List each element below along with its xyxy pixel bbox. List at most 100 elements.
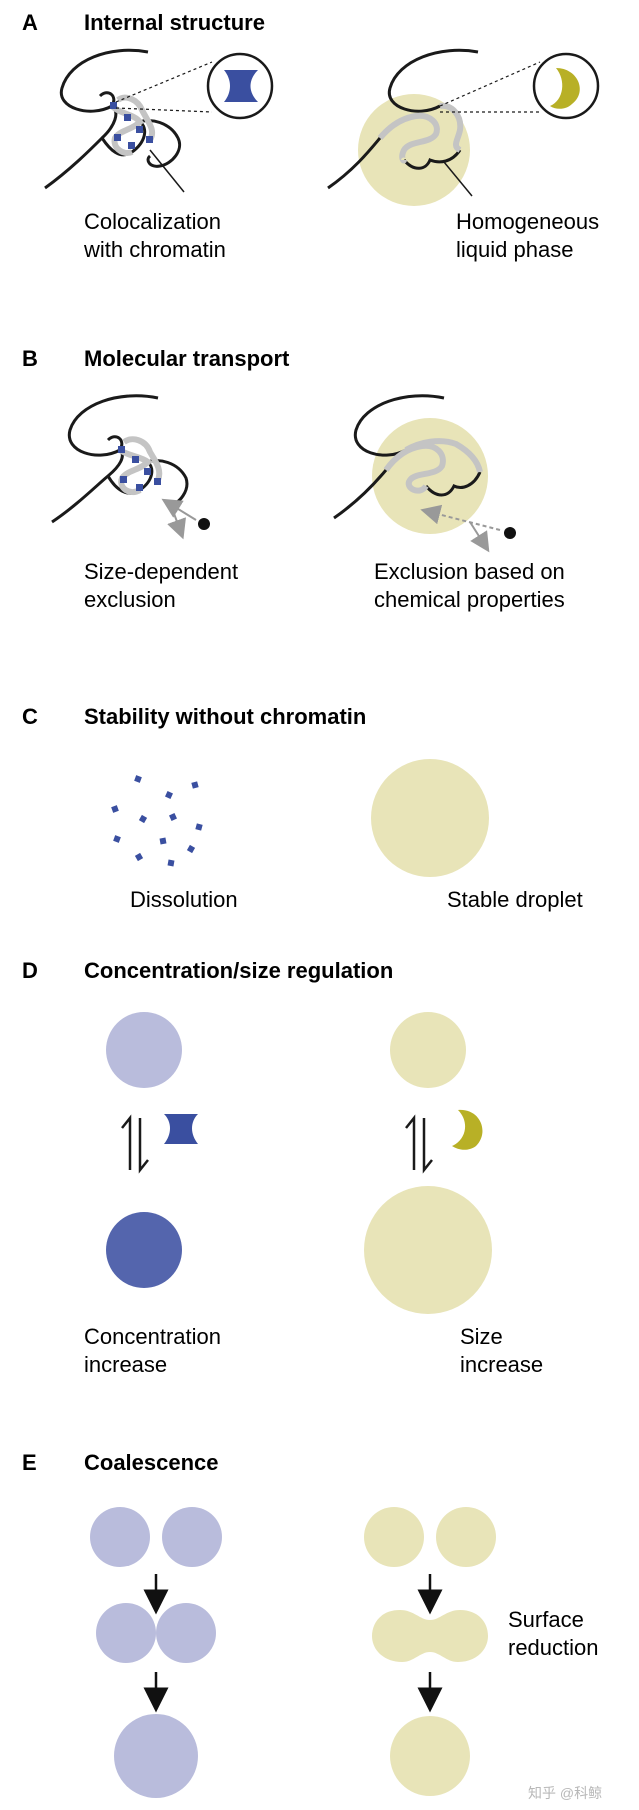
panel-e-right-caption-1: Surface	[508, 1607, 584, 1632]
protein-square	[169, 813, 177, 821]
protein-square	[128, 142, 135, 149]
panel-a-left-caption-1: Colocalization	[84, 209, 221, 234]
chromatin-condensate-left	[44, 48, 185, 193]
pointer-line	[443, 161, 473, 197]
protein-square	[159, 837, 167, 845]
chromatin-strand	[353, 394, 445, 457]
protein-square	[144, 468, 151, 475]
panel-b-right-caption-2: chemical properties	[374, 587, 565, 612]
dark-blue-droplet	[106, 1212, 182, 1288]
exclusion-arrows-right	[420, 504, 516, 553]
protein-square	[118, 446, 125, 453]
chromatin-strand	[51, 448, 124, 524]
yellow-droplet	[358, 94, 470, 206]
protein-square	[113, 835, 121, 843]
panel-a: A Internal structure Colocalization with…	[22, 10, 600, 262]
fusing-yellow-droplet	[372, 1610, 488, 1662]
panel-d-title: Concentration/size regulation	[84, 958, 393, 983]
gray-strand	[377, 112, 440, 164]
light-blue-droplet	[106, 1012, 182, 1088]
gray-strand	[122, 436, 163, 482]
protein-square	[136, 484, 143, 491]
light-blue-droplet	[96, 1603, 156, 1663]
small-yellow-droplet	[390, 1012, 466, 1088]
blue-protein-icon	[164, 1114, 198, 1144]
panel-e: E Coalescence Surface reduction	[22, 1450, 599, 1798]
protein-square	[110, 102, 117, 109]
panel-e-letter: E	[22, 1450, 37, 1475]
panel-b-letter: B	[22, 346, 38, 371]
exclusion-arrows-left	[161, 498, 210, 540]
stable-droplet	[371, 759, 489, 877]
light-blue-droplet	[156, 1603, 216, 1663]
panel-b: B Molecular transport Size-dependent exc…	[22, 346, 565, 612]
protein-square	[165, 791, 173, 799]
merged-yellow-droplet	[390, 1716, 470, 1796]
panel-d-letter: D	[22, 958, 38, 983]
panel-a-right-caption-1: Homogeneous	[456, 209, 599, 234]
small-molecule	[504, 527, 516, 539]
yellow-droplet	[372, 418, 488, 534]
gray-strand	[116, 94, 156, 142]
chromatin-strand	[44, 104, 118, 190]
protein-square	[134, 852, 144, 862]
protein-square	[138, 814, 148, 824]
chromatin-strand	[387, 48, 479, 113]
panel-b-title: Molecular transport	[84, 346, 290, 371]
equilibrium-arrows-right	[405, 1114, 433, 1174]
protein-square	[136, 126, 143, 133]
protein-square	[195, 823, 203, 831]
panel-c-title: Stability without chromatin	[84, 704, 366, 729]
equilibrium-arrows-left	[121, 1114, 149, 1174]
light-blue-droplet	[90, 1507, 150, 1567]
protein-square	[191, 781, 199, 789]
gray-strand	[404, 438, 483, 473]
panel-c-letter: C	[22, 704, 38, 729]
yellow-droplet	[436, 1507, 496, 1567]
panel-e-right-caption-2: reduction	[508, 1635, 599, 1660]
chromatin-strand	[59, 48, 149, 113]
panel-a-right-caption-2: liquid phase	[456, 237, 573, 262]
panel-c: C Stability without chromatin Dissolutio…	[22, 704, 583, 912]
panel-d: D Concentration/size regulation Concentr…	[22, 958, 543, 1377]
protein-square	[111, 805, 119, 813]
chromatin-strand	[333, 469, 388, 520]
chromatin-strand	[67, 394, 159, 457]
panel-d-right-caption-2: increase	[460, 1352, 543, 1377]
protein-square	[114, 134, 121, 141]
protein-square	[186, 844, 196, 854]
panel-d-left-caption-1: Concentration	[84, 1324, 221, 1349]
panel-a-left-caption-2: with chromatin	[83, 237, 226, 262]
protein-square	[124, 114, 131, 121]
panel-b-right-caption-1: Exclusion based on	[374, 559, 565, 584]
protein-square	[154, 478, 161, 485]
panel-d-right-caption-1: Size	[460, 1324, 503, 1349]
panel-c-left-caption: Dissolution	[130, 887, 238, 912]
yellow-droplet	[364, 1507, 424, 1567]
dissolved-proteins	[111, 775, 203, 867]
chromatin-strand	[402, 149, 462, 170]
zoom-callout-right	[439, 52, 600, 120]
merged-blue-droplet	[114, 1714, 198, 1798]
panel-b-left-caption-1: Size-dependent	[84, 559, 238, 584]
panel-b-left-caption-2: exclusion	[84, 587, 176, 612]
protein-square	[120, 476, 127, 483]
chromatin-condensate-right	[327, 48, 479, 206]
large-molecule	[198, 518, 210, 530]
pointer-line	[149, 149, 185, 193]
chromatin-strand	[327, 137, 382, 190]
light-blue-droplet	[162, 1507, 222, 1567]
zoom-callout-left	[115, 52, 274, 120]
chromatin-condensate-right	[333, 394, 488, 534]
blue-protein-icon	[224, 70, 258, 102]
chromatin-condensate-left	[51, 394, 189, 524]
protein-square	[146, 136, 153, 143]
panel-d-left-caption-2: increase	[84, 1352, 167, 1377]
yellow-crescent-icon	[550, 68, 580, 109]
protein-square	[167, 859, 175, 867]
yellow-crescent-icon	[452, 1109, 483, 1150]
protein-square	[134, 775, 142, 783]
large-yellow-droplet	[364, 1186, 492, 1314]
watermark: 知乎 @科鲸	[528, 1785, 602, 1801]
